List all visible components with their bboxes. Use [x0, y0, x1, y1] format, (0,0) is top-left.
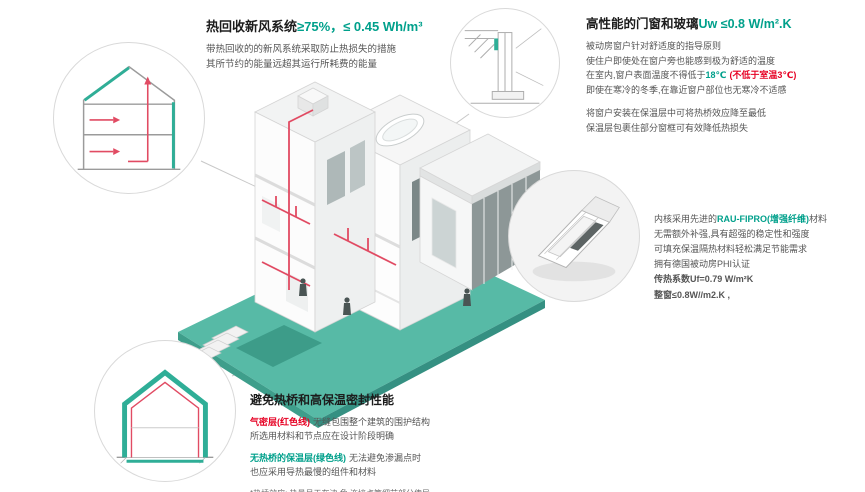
hrv-line-1: 带热回收的的新风系统采取防止热损失的措施 [206, 44, 397, 55]
windows-line-4: 即使在寒冷的冬季,在靠近窗户部位也无寒冷不适感 [586, 84, 787, 95]
window-install-drawing-icon [464, 28, 544, 104]
windows-line-3-note: (不低于室温3℃) [729, 70, 797, 81]
insulation-label: 无热桥的保温层(绿色线) [250, 452, 346, 463]
profile-material-name: RAU-FIPRO(增强纤维) [717, 214, 810, 224]
hrv-title-text: 热回收新风系统 [206, 19, 298, 34]
insulation-rest: 无法避免渗漏点时 [349, 452, 422, 463]
windows-title-value: Uw ≤0.8 W/m².K [698, 17, 792, 31]
thermal-footnote: *热桥效应: 热量易于在边,角,连接点等细节部分传导 [250, 488, 555, 492]
airtight-rest: 无缝包围整个建筑的围护结构 [313, 417, 431, 427]
windows-text-block: 高性能的门窗和玻璃Uw ≤0.8 W/m².K 被动房窗户针对舒适度的指导原则 … [586, 13, 862, 135]
hrv-title-value: ≥75%，≤ 0.45 Wh/m³ [297, 19, 423, 34]
thermal-title: 避免热桥和高保温密封性能 [250, 393, 395, 407]
hrv-text-block: 热回收新风系统≥75%，≤ 0.45 Wh/m³ 带热回收的的新风系统采取防止热… [206, 16, 478, 72]
window-profile-illustration [508, 170, 640, 302]
profile-line-4: 拥有德国被动房PHI认证 [654, 259, 751, 270]
windows-line-1: 被动房窗户针对舒适度的指导原则 [586, 41, 722, 51]
windows-line-5: 将窗户安装在保温层中可将热桥效应降至最低 [586, 108, 767, 119]
profile-line-1-pre: 内核采用先进的 [654, 214, 718, 224]
insulation-strip [494, 38, 499, 51]
hrv-section-illustration [53, 42, 205, 194]
hrv-title: 热回收新风系统≥75%，≤ 0.45 Wh/m³ [206, 16, 478, 35]
airtight-line-2: 所选用材料和节点应在设计阶段明确 [250, 431, 395, 442]
airtight-label: 气密层(红色线) [250, 417, 310, 427]
profile-line-1: 内核采用先进的RAU-FIPRO(增强纤维)材料 [654, 212, 865, 227]
insulation-line-1: 无热桥的保温层(绿色线)无法避免渗漏点时 [250, 451, 555, 465]
windows-line-2: 使住户即使处在窗户旁也能感到极为舒适的温度 [586, 55, 776, 66]
airtight-line-1: 气密层(红色线)无缝包围整个建筑的围护结构 [250, 415, 555, 429]
hrv-line-2: 其所节约的能量远超其运行所耗费的能量 [206, 58, 378, 70]
house-tall-block [254, 81, 376, 333]
profile-line-3: 可填充保温隔热材料轻松满足节能需求 [654, 244, 808, 255]
insulation-line-2: 也应采用导热最慢的组件和材料 [250, 467, 377, 478]
windows-title: 高性能的门窗和玻璃Uw ≤0.8 W/m².K [586, 13, 862, 32]
bathtub [375, 113, 425, 147]
profile-uw-value: 整窗≤0.8W//m2.K , [654, 289, 730, 300]
thermal-envelope-icon [116, 369, 214, 464]
envelope-section-illustration [94, 340, 236, 482]
windows-line-6: 保温层包裹住部分窗框可有效降低热损失 [586, 122, 749, 133]
thermal-text-block: 避免热桥和高保温密封性能 气密层(红色线)无缝包围整个建筑的围护结构 所选用材料… [250, 391, 555, 492]
profile-line-1-post: 材料 [809, 214, 828, 224]
windows-line-3-temp: 18℃ [705, 70, 727, 81]
profile-line-2: 无需额外补强,具有超强的稳定性和强度 [654, 229, 810, 240]
profile-uf-value: 传热系数Uf=0.79 W/m²K [654, 274, 754, 285]
window-frame-profile-icon [532, 196, 620, 282]
windows-title-text: 高性能的门窗和玻璃 [586, 17, 699, 31]
windows-line-3-pre: 在室内,窗户表面温度不得低于 [586, 70, 706, 81]
windows-line-3: 在室内,窗户表面温度不得低于18℃(不低于室温3℃) [586, 68, 862, 83]
hrv-house-section-icon [77, 65, 181, 171]
profile-text-block: 内核采用先进的RAU-FIPRO(增强纤维)材料 无需额外补强,具有超强的稳定性… [654, 212, 865, 303]
window-section-illustration [450, 8, 560, 118]
human-figures [299, 278, 471, 315]
